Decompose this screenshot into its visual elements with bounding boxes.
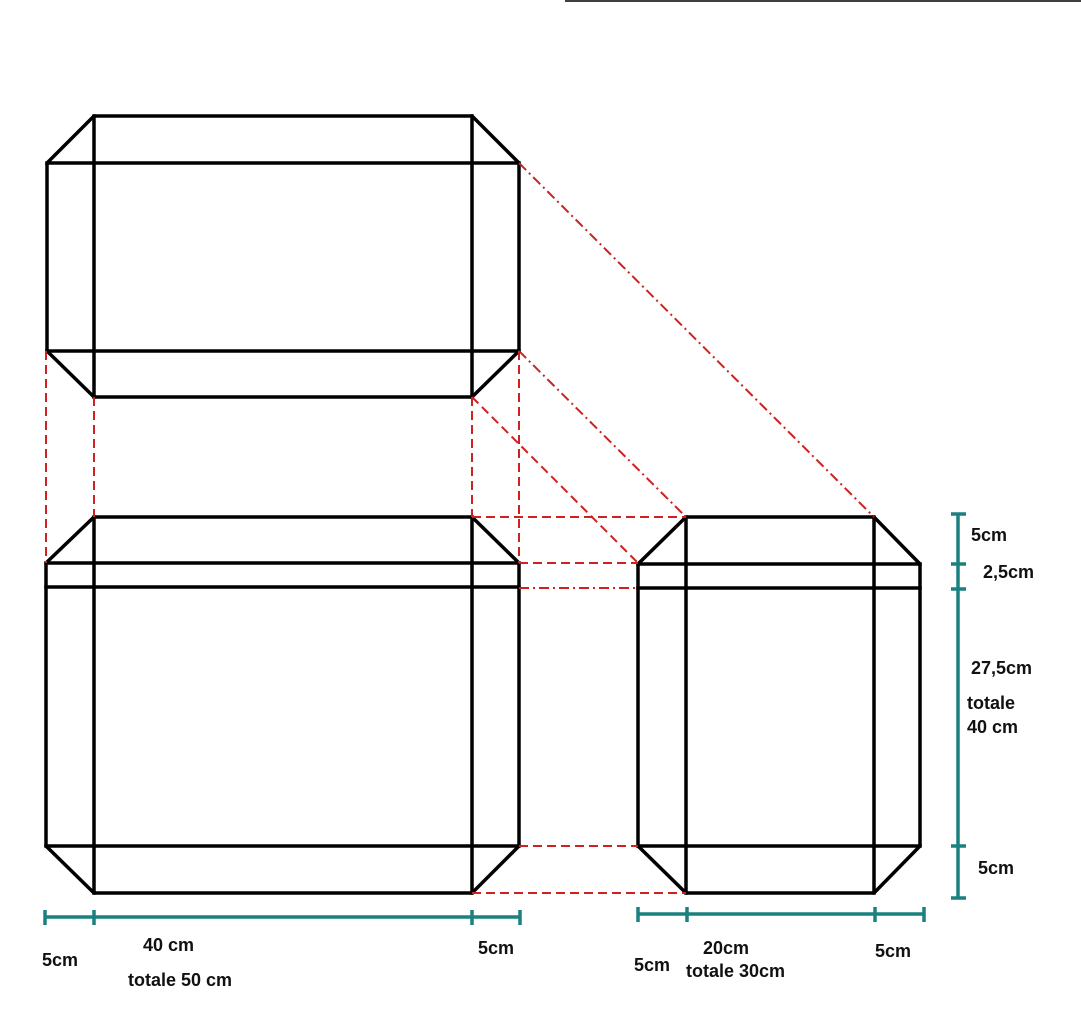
label-front-left-5cm: 5cm bbox=[42, 950, 78, 970]
label-height-bottom-5cm: 5cm bbox=[978, 858, 1014, 878]
label-height-totale: totale bbox=[967, 693, 1015, 713]
proj-diag-2 bbox=[518, 350, 687, 518]
label-height-27-5cm: 27,5cm bbox=[971, 658, 1032, 678]
label-height-top-5cm: 5cm bbox=[971, 525, 1007, 545]
side-face bbox=[636, 515, 922, 895]
front-face bbox=[44, 515, 521, 895]
side-face-outline bbox=[636, 515, 922, 895]
top-face-outline bbox=[45, 114, 521, 399]
label-front-40cm: 40 cm bbox=[143, 935, 194, 955]
projection-lines bbox=[45, 162, 875, 894]
label-side-total: totale 30cm bbox=[686, 961, 785, 981]
dimension-labels: 5cm 40 cm 5cm totale 50 cm 5cm 20cm 5cm … bbox=[42, 525, 1034, 990]
top-face bbox=[45, 114, 521, 399]
front-face-outline bbox=[44, 515, 521, 895]
label-side-left-5cm: 5cm bbox=[634, 955, 670, 975]
proj-diag-1 bbox=[518, 162, 875, 518]
label-height-2-5cm: 2,5cm bbox=[983, 562, 1034, 582]
dimension-lines bbox=[43, 512, 966, 925]
label-side-20cm: 20cm bbox=[703, 938, 749, 958]
label-side-right-5cm: 5cm bbox=[875, 941, 911, 961]
proj-diag-3 bbox=[471, 396, 639, 564]
label-front-total: totale 50 cm bbox=[128, 970, 232, 990]
label-front-right-5cm: 5cm bbox=[478, 938, 514, 958]
label-height-40cm: 40 cm bbox=[967, 717, 1018, 737]
